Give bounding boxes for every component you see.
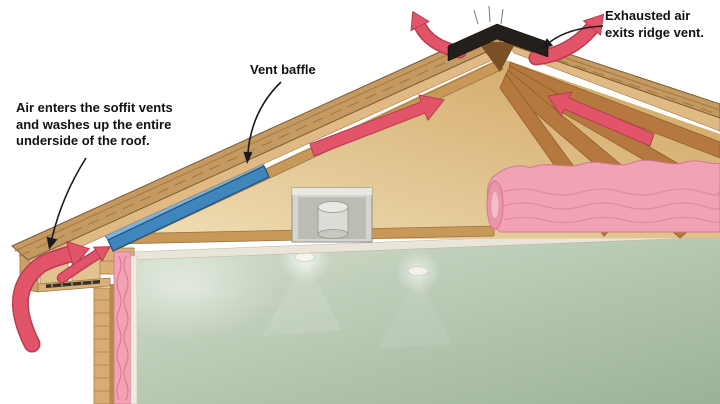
label-vent-baffle: Vent baffle <box>250 62 316 79</box>
light-can-base <box>317 229 349 239</box>
airflow-arrowhead <box>92 246 111 262</box>
baffle-label-arrow <box>247 81 282 153</box>
label-line: and washes up the entire <box>16 116 172 132</box>
wall-insulation-texture <box>116 255 129 401</box>
airflow-arrow-through-soffit <box>58 250 102 282</box>
label-line: Vent baffle <box>250 62 316 77</box>
batt-body <box>486 159 720 233</box>
label-ridge-vent: Exhausted air exits ridge vent. <box>605 8 704 41</box>
light-beam <box>262 260 342 336</box>
baffle-label-arrowhead <box>243 151 253 164</box>
label-line: exits ridge vent. <box>605 24 704 40</box>
airflow-arrowhead <box>410 10 430 32</box>
batt-end-curl-core <box>491 192 499 218</box>
roof-left-slope <box>11 29 511 269</box>
soffit-vent-slot <box>46 280 100 288</box>
label-soffit: Air enters the soffit vents and washes u… <box>16 100 173 150</box>
light-beam <box>378 274 452 348</box>
soffit-label-arrow <box>51 157 87 239</box>
label-line: Air enters the soffit vents <box>16 100 173 115</box>
shingle-course-line <box>18 39 496 257</box>
exterior-wall <box>93 247 138 404</box>
airflow-arrows-underside <box>309 91 655 157</box>
box-top <box>292 188 372 195</box>
siding-clapboard-lines <box>94 299 110 392</box>
ridge-vent-cap <box>447 23 549 62</box>
soffit-vent-louvers <box>51 281 93 287</box>
ridge-label-arrowhead <box>541 38 554 49</box>
ridge-vent-slits <box>473 5 504 25</box>
wall-insulation <box>113 251 132 404</box>
airflow-arrowhead <box>65 240 91 268</box>
wall-drywall-edge <box>130 255 138 404</box>
recessed-light <box>407 266 429 276</box>
ridge-vent <box>447 5 549 72</box>
siding <box>93 287 111 404</box>
airflow-arrowhead <box>582 13 605 37</box>
airflow-arrows-soffit <box>12 240 111 353</box>
label-line: underside of the roof. <box>16 133 150 148</box>
airflow-arrow-soffit-entry <box>13 247 77 351</box>
recessed-light <box>294 252 316 262</box>
ceiling-surface <box>137 236 720 404</box>
insulation-batt <box>486 159 720 233</box>
airflow-arrow-under-left-slope <box>309 94 445 157</box>
airflow-arrow-under-right-slope <box>547 91 655 147</box>
label-line: Exhausted air <box>605 8 691 23</box>
batt-texture <box>501 188 720 224</box>
ridge-board <box>478 42 516 72</box>
light-fixture-box <box>291 187 373 243</box>
baffle-channel <box>107 165 270 252</box>
wall-sheathing <box>110 284 114 404</box>
airflow-arrow-ridge-right <box>530 22 598 64</box>
shingle-course-line <box>14 34 492 252</box>
ridge-label-arrow <box>549 25 604 43</box>
soffit-label-arrowhead <box>46 236 58 250</box>
light-can-top <box>317 201 349 213</box>
label-leader-arrows <box>46 25 604 250</box>
